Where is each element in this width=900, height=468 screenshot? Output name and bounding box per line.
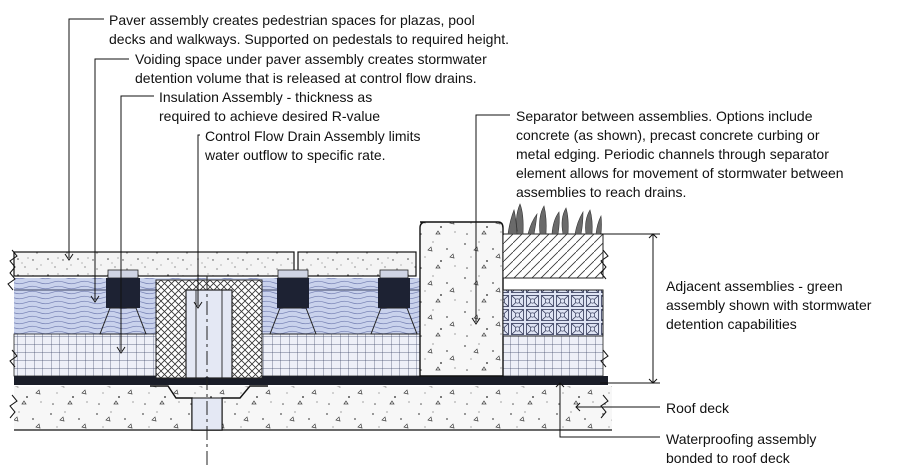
waterproofing-membrane [14, 376, 608, 385]
pedestal-1 [99, 269, 147, 335]
paver-slabs [13, 251, 417, 277]
growing-medium [502, 233, 604, 279]
leader-arrows [64, 233, 658, 412]
separator-curb [419, 221, 504, 377]
callout-paver-assembly: Paver assembly creates pedestrian spaces… [109, 12, 510, 47]
plants [507, 203, 602, 235]
leader-lines [68, 18, 660, 438]
callout-roof-deck: Roof deck [666, 400, 730, 416]
callout-separator: Separator between assemblies. Options in… [516, 108, 844, 200]
callout-control-flow-drain: Control Flow Drain Assembly limits water… [205, 128, 421, 163]
roof-deck-slab [14, 386, 612, 430]
callout-insulation-assembly: Insulation Assembly - thickness as requi… [159, 89, 381, 124]
insulation-board-middle [261, 333, 421, 377]
insulation-board-left [13, 333, 157, 377]
callout-waterproofing: Waterproofing assembly bonded to roof de… [666, 431, 817, 466]
control-flow-drain [150, 276, 268, 468]
pedestal-3 [370, 269, 418, 335]
drainage-layer [502, 289, 604, 337]
callout-voiding-space: Voiding space under paver assembly creat… [135, 51, 487, 86]
callout-adjacent-assemblies: Adjacent assemblies - green assembly sho… [666, 278, 872, 332]
pedestal-2 [269, 269, 317, 335]
